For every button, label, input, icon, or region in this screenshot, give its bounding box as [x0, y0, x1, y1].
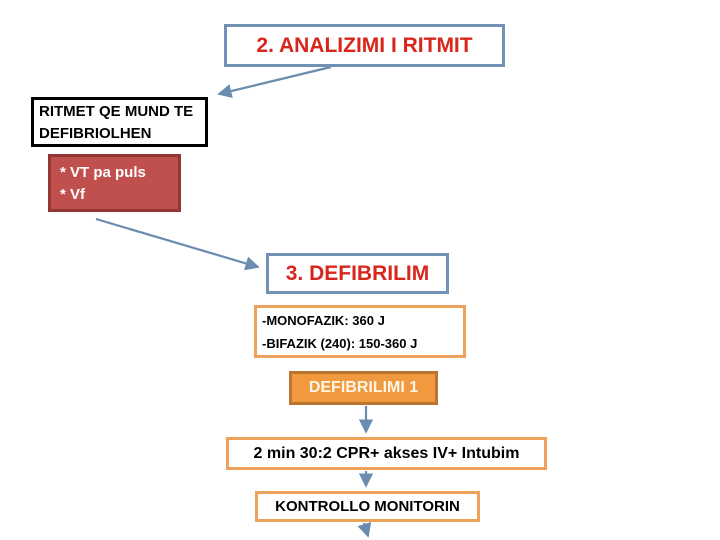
- node-energy-settings: -MONOFAZIK: 360 J -BIFAZIK (240): 150-36…: [254, 305, 466, 358]
- arrow-title-to-ritmet-icon: [217, 65, 332, 99]
- heading-defibrilim: 3. DEFIBRILIM: [266, 253, 449, 294]
- node-defibrilimi-1: DEFIBRILIMI 1: [289, 371, 438, 405]
- node-ritmet-line2: DEFIBRIOLHEN: [39, 125, 152, 142]
- node-vt-vf: * VT pa puls * Vf: [48, 154, 181, 212]
- arrow-monitor-down-icon: [357, 521, 372, 538]
- title-analizimi-ritmit: 2. ANALIZIMI I RITMIT: [224, 24, 505, 67]
- arrow-vtvf-to-defibrilim-icon: [95, 217, 260, 271]
- node-defibrilimi-1-label: DEFIBRILIMI 1: [308, 379, 419, 396]
- node-energy-line1: -MONOFAZIK: 360 J: [262, 313, 385, 328]
- node-ritmet-defibrilueshem: RITMET QE MUND TE DEFIBRIOLHEN: [31, 97, 208, 147]
- node-vtvf-line2: * Vf: [60, 186, 86, 203]
- node-kontrollo-monitorin-label: KONTROLLO MONITORIN: [275, 498, 460, 515]
- heading-defibrilim-label: 3. DEFIBRILIM: [285, 261, 430, 285]
- title-analizimi-ritmit-label: 2. ANALIZIMI I RITMIT: [256, 33, 473, 57]
- node-vtvf-line1: * VT pa puls: [60, 164, 146, 181]
- node-energy-line2: -BIFAZIK (240): 150-360 J: [262, 336, 418, 351]
- node-ritmet-line1: RITMET QE MUND TE: [39, 103, 194, 120]
- node-cpr-cycle-label: 2 min 30:2 CPR+ akses IV+ Intubim: [253, 444, 520, 462]
- node-cpr-cycle: 2 min 30:2 CPR+ akses IV+ Intubim: [226, 437, 547, 470]
- node-kontrollo-monitorin: KONTROLLO MONITORIN: [255, 491, 480, 522]
